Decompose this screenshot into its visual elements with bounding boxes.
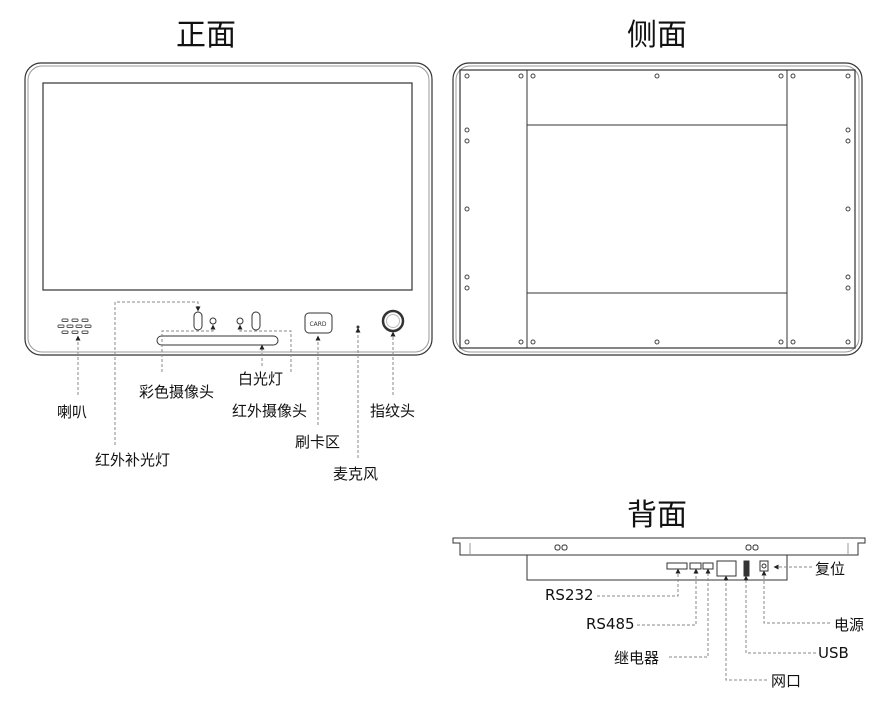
label-color-camera: 彩色摄像头 <box>139 383 215 401</box>
fingerprint-sensor <box>381 309 405 333</box>
usb-port <box>743 560 750 577</box>
label-white-light: 白光灯 <box>238 370 284 388</box>
front-title: 正面 <box>176 18 236 53</box>
label-rs485: RS485 <box>586 615 635 633</box>
label-microphone: 麦克风 <box>333 465 379 483</box>
label-power: 电源 <box>834 616 865 634</box>
side-view <box>452 62 863 356</box>
light-bar <box>156 335 279 346</box>
back-leaders <box>597 564 830 681</box>
label-card-area: 刷卡区 <box>295 433 341 451</box>
ethernet-port <box>716 560 737 577</box>
back-view <box>452 537 866 581</box>
white-light <box>236 317 244 325</box>
label-usb: USB <box>818 644 849 662</box>
front-view <box>24 62 433 356</box>
front-leaders <box>75 301 396 458</box>
ir-camera <box>251 311 261 331</box>
card-reader <box>304 312 333 334</box>
relay-port <box>702 562 714 570</box>
side-title: 侧面 <box>627 18 687 53</box>
color-camera <box>209 317 217 325</box>
label-ir-camera: 红外摄像头 <box>232 402 308 420</box>
rs485-port <box>689 562 702 570</box>
mic-hole <box>356 325 360 329</box>
label-ir-fill-light: 红外补光灯 <box>95 451 171 469</box>
power-port <box>759 560 769 572</box>
rs232-port <box>666 562 688 570</box>
label-fingerprint: 指纹头 <box>370 402 416 420</box>
label-relay: 继电器 <box>614 649 660 667</box>
label-speaker: 喇叭 <box>57 403 88 421</box>
ir-fill-light <box>193 311 203 331</box>
speaker-grille <box>57 318 92 334</box>
label-ethernet: 网口 <box>771 672 802 690</box>
card-text: CARD <box>309 321 326 328</box>
label-rs232: RS232 <box>545 586 594 604</box>
back-title: 背面 <box>627 498 687 533</box>
label-reset: 复位 <box>815 560 846 578</box>
